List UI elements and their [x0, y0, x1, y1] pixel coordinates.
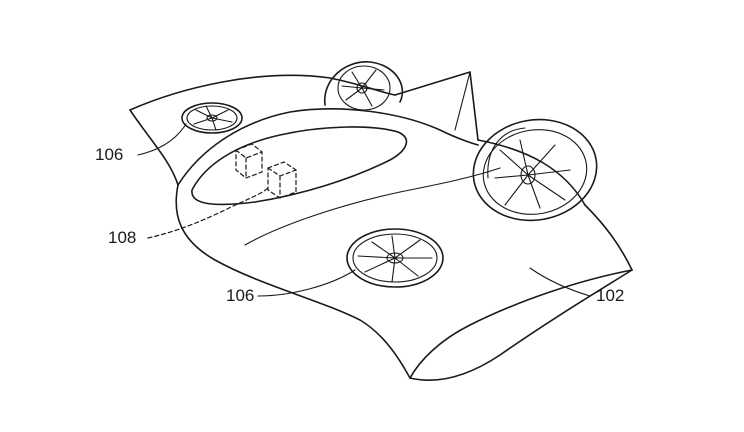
rotor-rear: [324, 61, 404, 111]
leader-106-bottom: [257, 269, 356, 297]
canopy: [191, 126, 408, 206]
label-102: 102: [596, 286, 624, 305]
leader-102: [529, 267, 591, 297]
component-cubes: [235, 143, 297, 199]
rotor-left: [181, 102, 243, 134]
tail-fin: [394, 71, 479, 141]
leader-106-left: [137, 123, 187, 156]
label-106-bottom: 106: [226, 286, 254, 305]
leader-108: [147, 187, 269, 239]
label-108: 108: [108, 228, 136, 247]
rotor-front-right: [472, 118, 598, 222]
vehicle-body: [129, 74, 633, 382]
rotor-bottom: [346, 228, 444, 288]
label-106-left: 106: [95, 145, 123, 164]
